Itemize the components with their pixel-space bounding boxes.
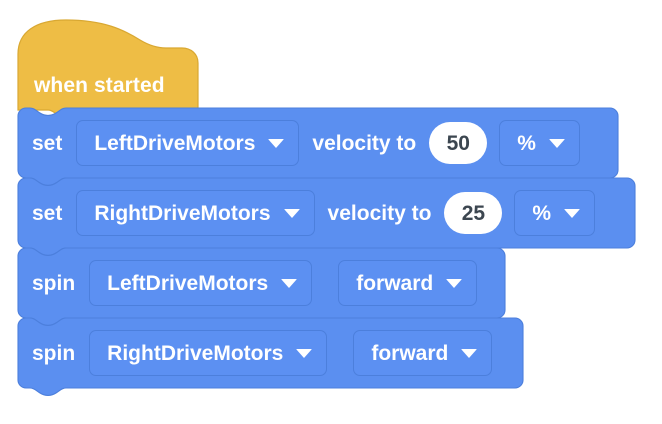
dropdown-velocity-unit[interactable]: % (499, 120, 580, 166)
chevron-down-icon (281, 278, 298, 288)
dropdown-value: RightDriveMotors (94, 201, 271, 225)
dropdown-spin-direction[interactable]: forward (338, 260, 478, 306)
dropdown-value: LeftDriveMotors (107, 271, 269, 295)
dropdown-value: % (532, 201, 552, 225)
dropdown-value: forward (356, 271, 434, 295)
number-input-velocity[interactable]: 50 (429, 122, 488, 164)
chevron-down-icon (283, 208, 300, 218)
number-value: 25 (461, 201, 486, 225)
when-started-label: when started (34, 74, 165, 97)
chevron-down-icon (268, 138, 285, 148)
dropdown-value: RightDriveMotors (107, 341, 284, 365)
dropdown-motor-target[interactable]: RightDriveMotors (76, 190, 315, 236)
command-label-set: set (32, 131, 63, 155)
dropdown-motor-target[interactable]: LeftDriveMotors (89, 260, 313, 306)
chevron-down-icon (461, 348, 478, 358)
chevron-down-icon (446, 278, 463, 288)
velocity-to-label: velocity to (327, 201, 432, 225)
chevron-down-icon (548, 138, 565, 148)
velocity-to-label: velocity to (312, 131, 417, 155)
chevron-down-icon (564, 208, 581, 218)
chevron-down-icon (296, 348, 313, 358)
command-label-set: set (32, 201, 63, 225)
dropdown-motor-target[interactable]: RightDriveMotors (89, 330, 328, 376)
command-label-spin: spin (32, 271, 76, 295)
dropdown-motor-target[interactable]: LeftDriveMotors (76, 120, 300, 166)
number-input-velocity[interactable]: 25 (444, 192, 503, 234)
block-set-right-velocity[interactable]: set RightDriveMotors velocity to 25 % (17, 177, 636, 256)
block-spin-right-forward[interactable]: spin RightDriveMotors forward (17, 317, 524, 396)
dropdown-velocity-unit[interactable]: % (514, 190, 596, 236)
dropdown-value: % (517, 131, 536, 155)
block-when-started[interactable]: when started (17, 18, 199, 118)
dropdown-value: LeftDriveMotors (94, 131, 256, 155)
command-label-spin: spin (32, 341, 76, 365)
block-spin-left-forward[interactable]: spin LeftDriveMotors forward (17, 247, 506, 326)
dropdown-value: forward (371, 341, 449, 365)
dropdown-spin-direction[interactable]: forward (353, 330, 493, 376)
number-value: 50 (446, 131, 470, 155)
block-set-left-velocity[interactable]: set LeftDriveMotors velocity to 50 % (17, 107, 619, 186)
